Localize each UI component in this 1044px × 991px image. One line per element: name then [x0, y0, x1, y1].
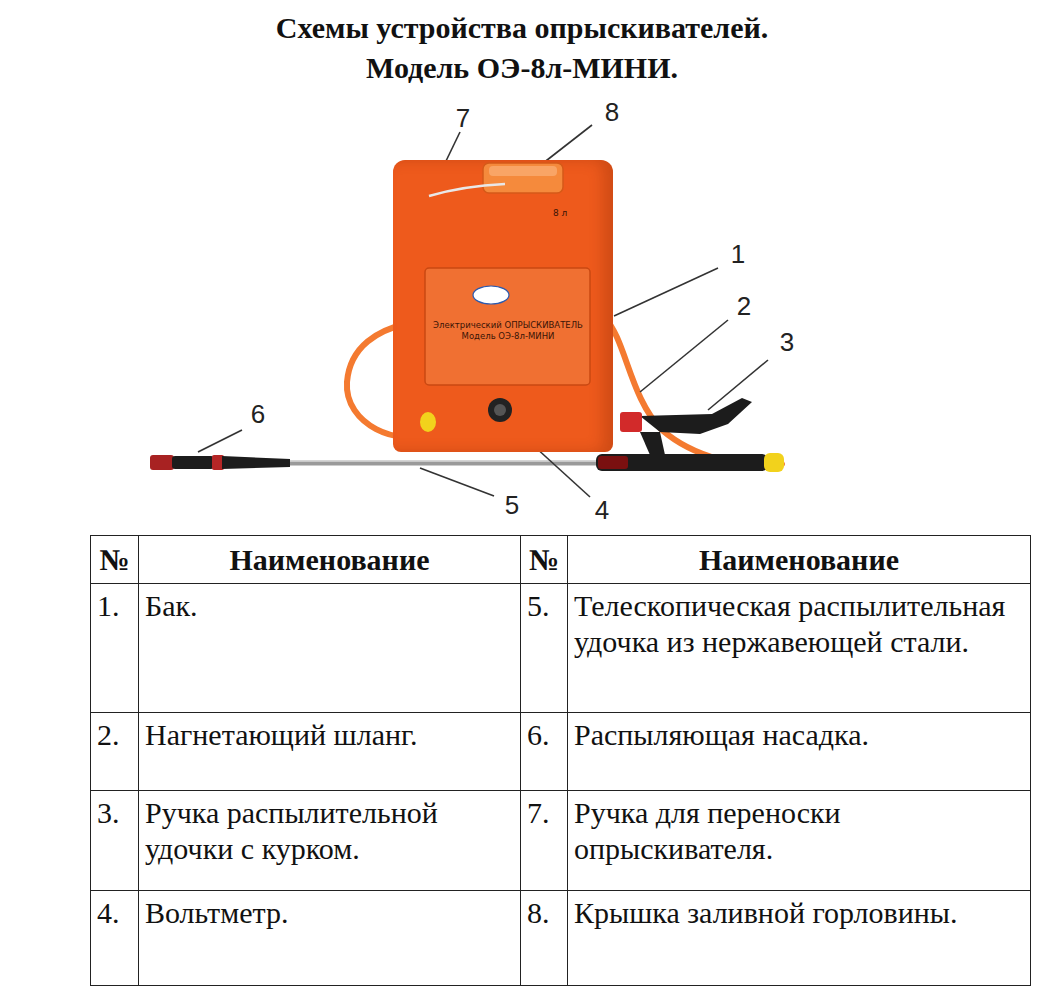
table-cell: 6. [521, 713, 568, 791]
table-row: 1. Бак. 5. Телескопическая распылительная у… [91, 584, 1031, 713]
table-cell: Распыляющая насадка. [568, 713, 1031, 791]
table-row: 4. Вольтметр. 8. Крышка заливной горловины. [91, 891, 1031, 986]
lance-rod [288, 460, 600, 462]
part-name: Вольтметр. [145, 896, 289, 929]
trigger [640, 398, 752, 434]
leader-line [614, 268, 718, 316]
part-number: 7. [527, 796, 550, 829]
callout-number: 1 [731, 240, 745, 268]
header-cell: Наименование [568, 536, 1031, 584]
table-row: 2. Нагнетающий шланг. 6. Распыляющая насадк… [91, 713, 1031, 791]
table-cell: 8. [521, 891, 568, 986]
page-title: Схемы устройства опрыскивателей. Модель … [222, 8, 822, 88]
table-cell: Крышка заливной горловины. [568, 891, 1031, 986]
table-cell: 7. [521, 791, 568, 891]
table-cell: 5. [521, 584, 568, 713]
part-name: Крышка заливной горловины. [574, 896, 958, 929]
lance-handle [596, 454, 768, 471]
hose-connector [764, 453, 784, 472]
table-cell: 1. [91, 584, 139, 713]
nozzle [222, 456, 290, 469]
table-cell: Бак. [139, 584, 521, 713]
table-cell: Телескопическая распылительная удочка из… [568, 584, 1031, 713]
label-panel [425, 268, 590, 385]
table-row: 3. Ручка распылительной удочки с курком. 7… [91, 791, 1031, 891]
part-number: 3. [97, 796, 120, 829]
header-cell: № [91, 536, 139, 584]
part-name: Бак. [145, 589, 198, 622]
logo [473, 286, 509, 304]
table-cell: 3. [91, 791, 139, 891]
valve [620, 412, 642, 432]
leader-line [198, 430, 242, 452]
leader-line [640, 320, 728, 392]
carry-handle [429, 184, 505, 196]
parts-table: № Наименование № Наименование 1. Бак. 5. Телеск… [90, 535, 1031, 986]
table-cell: Ручка распылительной удочки с курком. [139, 791, 521, 891]
callout-number: 8 [605, 98, 619, 126]
tank-inscription: 8 л [553, 208, 593, 219]
callout-number: 4 [595, 496, 609, 524]
part-number: 6. [527, 718, 550, 751]
column-heading: Наименование [699, 543, 899, 576]
column-heading: № [529, 543, 559, 576]
callout-number: 7 [456, 104, 470, 132]
lance-handle [640, 432, 665, 455]
part-number: 2. [97, 718, 120, 751]
callout-number: 6 [251, 400, 265, 428]
header-cell: Наименование [139, 536, 521, 584]
voltmeter [494, 404, 506, 416]
table-cell: Вольтметр. [139, 891, 521, 986]
part-name: Распыляющая насадка. [574, 718, 869, 751]
table-cell: 4. [91, 891, 139, 986]
hose-connector [420, 412, 436, 432]
sprayer-tank: 8 л Электрический ОПРЫСКИВАТЕЛЬ Модель ОЭ… [393, 160, 613, 452]
nozzle [150, 455, 174, 470]
table-cell: 2. [91, 713, 139, 791]
part-number: 4. [97, 896, 120, 929]
callout-number: 3 [780, 328, 794, 356]
column-heading: № [99, 543, 129, 576]
table-cell: Нагнетающий шланг. [139, 713, 521, 791]
part-name: Телескопическая распылительная удочка из… [574, 589, 1005, 658]
tank-inscription: Электрический ОПРЫСКИВАТЕЛЬ Модель ОЭ-8л… [433, 320, 583, 341]
column-heading: Наименование [230, 543, 430, 576]
leader-line [420, 468, 494, 496]
callout-number: 5 [505, 491, 519, 519]
filler-cap [489, 166, 557, 176]
header-cell: № [521, 536, 568, 584]
filler-cap [483, 163, 563, 193]
part-name: Ручка для переноски опрыскивателя. [574, 796, 841, 865]
part-number: 8. [527, 896, 550, 929]
part-name: Нагнетающий шланг. [145, 718, 417, 751]
table-row: № Наименование № Наименование [91, 536, 1031, 584]
tank-details [393, 160, 613, 452]
hose [605, 318, 782, 465]
voltmeter [488, 398, 512, 422]
nozzle [172, 456, 214, 469]
leader-line [542, 125, 592, 164]
part-number: 1. [97, 589, 120, 622]
leader-line [708, 360, 768, 410]
part-number: 5. [527, 589, 550, 622]
callout-number: 2 [737, 292, 751, 320]
table-cell: Ручка для переноски опрыскивателя. [568, 791, 1031, 891]
part-name: Ручка распылительной удочки с курком. [145, 796, 438, 865]
lance-handle [598, 456, 628, 469]
